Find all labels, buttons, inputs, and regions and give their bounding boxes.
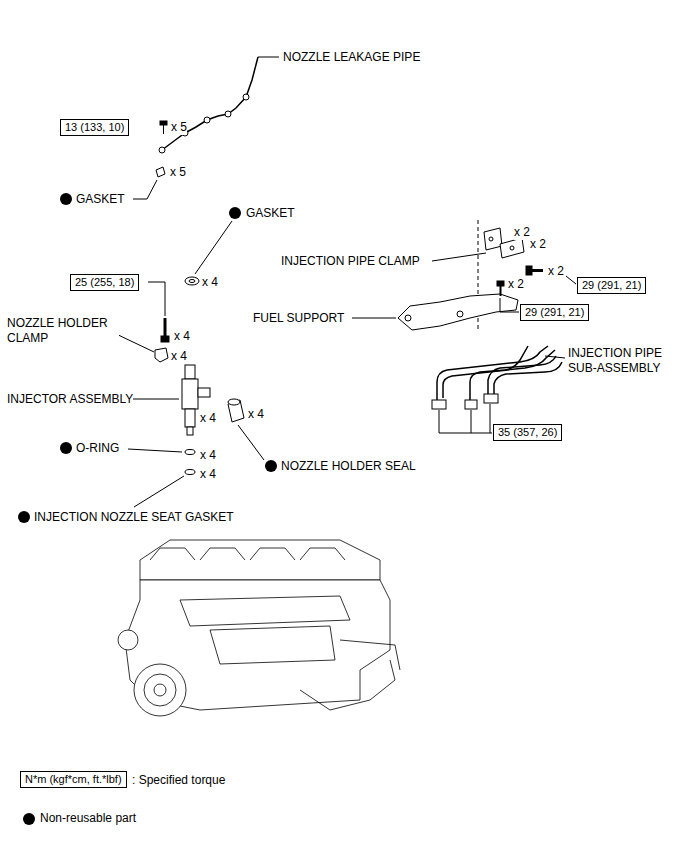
gasket [156, 167, 165, 177]
quantity: x 5 [170, 165, 186, 180]
non-reusable-mark [18, 193, 277, 523]
torque-box: 35 (357, 26) [493, 424, 562, 441]
part-name: NOZZLE HOLDER SEAL [281, 459, 416, 474]
part-name: NOZZLE HOLDER CLAMP [7, 316, 119, 346]
leader-line [500, 298, 519, 312]
bolt [497, 281, 504, 296]
part-name: NOZZLE LEAKAGE PIPE [283, 50, 420, 65]
quantity: x 4 [202, 275, 218, 290]
legend-item: Non-reusable part [40, 811, 136, 826]
quantity: x 4 [171, 349, 187, 364]
fuel-support [398, 294, 518, 330]
nozzle-holder-seal [228, 399, 244, 422]
engine-illustration [118, 540, 400, 716]
part-name: INJECTOR ASSEMBLY [7, 392, 133, 407]
leader-line [432, 253, 486, 261]
legend-item: : Specified torque [132, 773, 225, 788]
seat-gasket [185, 470, 195, 475]
leader-line [128, 449, 182, 452]
hole [457, 311, 463, 317]
o-ring [185, 450, 195, 455]
torque-value: 13 (133, 10) [65, 121, 124, 134]
part-name: O-RING [76, 441, 119, 456]
leakage-pipe [162, 57, 258, 150]
bolt [160, 121, 167, 134]
torque-value: 35 (357, 26) [498, 426, 557, 439]
nozzle-holder-clamp [155, 348, 168, 362]
torque-box: N*m (kgf*cm, ft.*lbf) [20, 771, 127, 788]
leader-line [238, 425, 264, 460]
torque-box: 13 (133, 10) [60, 119, 129, 136]
quantity: x 5 [171, 120, 187, 135]
torque-value: 25 (255, 18) [75, 276, 134, 289]
torque-box: 25 (255, 18) [70, 274, 139, 291]
leader-line [147, 180, 157, 199]
quantity: x 4 [248, 407, 264, 422]
leader-line [132, 399, 179, 400]
quantity: x 2 [548, 264, 564, 279]
part-name: FUEL SUPPORT [253, 311, 344, 326]
legend-swatch [23, 813, 35, 825]
quantity: x 2 [530, 237, 546, 252]
part-name: INJECTION PIPE CLAMP [281, 254, 420, 269]
bolt [526, 266, 543, 275]
quantity: x 2 [514, 225, 530, 240]
quantity: x 2 [508, 277, 524, 292]
leader-line [195, 221, 232, 274]
gasket [185, 277, 199, 285]
torque-box: 29 (291, 21) [520, 304, 589, 321]
leader-line [352, 318, 396, 319]
part-name: GASKET [246, 206, 295, 221]
part-name: INJECTION PIPE SUB-ASSEMBLY [568, 346, 682, 376]
quantity: x 4 [200, 411, 216, 426]
gasket [189, 280, 195, 283]
torque-box: 29 (291, 21) [577, 277, 646, 294]
legend-text: : Specified torque [132, 773, 225, 788]
part-name: INJECTION NOZZLE SEAT GASKET [34, 510, 234, 525]
pipe-fitting [159, 94, 249, 153]
leader-line [439, 410, 492, 433]
leader-line [133, 199, 147, 200]
torque-value: 29 (291, 21) [525, 306, 584, 319]
union-nut [432, 394, 498, 409]
leader-line [490, 404, 491, 433]
leader-line [566, 276, 576, 284]
leader-line [134, 476, 184, 507]
injection-pipe [437, 346, 562, 400]
part-name: GASKET [76, 192, 125, 207]
torque-value: N*m (kgf*cm, ft.*lbf) [25, 773, 122, 786]
quantity: x 4 [200, 467, 216, 482]
torque-value: 29 (291, 21) [582, 279, 641, 292]
bolt [161, 318, 169, 342]
hole [405, 315, 411, 321]
quantity: x 4 [174, 329, 190, 344]
leader-line [471, 410, 472, 433]
leader-line [545, 356, 565, 358]
leader-line [258, 57, 279, 58]
quantity: x 4 [200, 448, 216, 463]
legend-text: Non-reusable part [40, 811, 136, 826]
leader-line [148, 282, 165, 316]
